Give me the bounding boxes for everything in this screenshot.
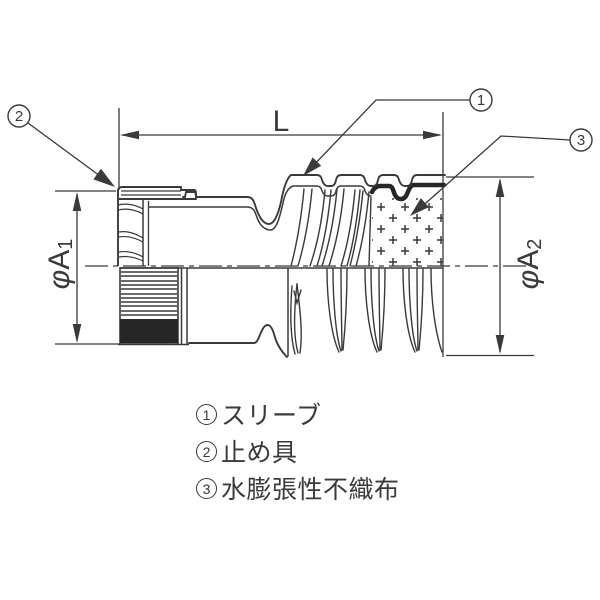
arrowhead-left [120, 130, 139, 140]
callout-2-leader [27, 122, 101, 177]
length-label: L [273, 105, 290, 138]
corrugation-bands-lower [290, 268, 443, 355]
legend-item-sleeve: 1 スリーブ [196, 400, 400, 430]
threaded-end [118, 267, 189, 346]
a1-arrow-down [72, 324, 82, 343]
legend-label-fabric: 水膨張性不織布 [221, 476, 400, 504]
sleeve-bottom-outline [188, 324, 288, 358]
fabric-block [368, 182, 447, 267]
fabric-dark-lining [369, 182, 447, 202]
legend-label-stopper: 止め具 [221, 439, 298, 467]
callout-1-arrow [303, 157, 322, 176]
legend-item-stopper: 2 止め具 [196, 437, 400, 467]
callout-3-leader [416, 135, 571, 212]
callout-1-leader [310, 99, 470, 169]
stopper-texture [117, 203, 144, 262]
callout-2: 2 [7, 104, 115, 187]
knurl-dark-band [120, 319, 178, 343]
legend-label-sleeve: スリーブ [221, 402, 322, 430]
diameter-a2-label: φA2 [512, 239, 547, 290]
phi-symbol: φ [512, 270, 545, 290]
knurl-ribs [121, 271, 177, 316]
callout-2-number: 2 [15, 108, 23, 125]
arrowhead-right [423, 130, 442, 140]
legend-number-1: 1 [196, 403, 217, 425]
legend: 1 スリーブ 2 止め具 3 水膨張性不織布 [196, 400, 400, 511]
a1-arrow-up [72, 192, 82, 211]
callout-2-circle [7, 104, 31, 128]
stopper-band [117, 186, 197, 266]
legend-item-fabric: 3 水膨張性不織布 [196, 474, 400, 504]
callout-3-arrow [410, 198, 429, 216]
callout-1-number: 1 [477, 92, 485, 109]
fabric-left-edge [368, 196, 372, 267]
corrugation-bands-upper [290, 188, 370, 267]
callout-1: 1 [303, 88, 493, 176]
sleeve-inner-top-outline [148, 185, 372, 231]
sleeve-outer-top-outline [182, 174, 446, 225]
band-tip-detail [293, 289, 302, 306]
callout-2-arrow [93, 168, 115, 187]
diameter-a1-label: φA1 [43, 239, 78, 290]
stopper-cap-outline [117, 186, 197, 200]
dimension-length [118, 108, 444, 357]
callout-3-number: 3 [577, 132, 585, 149]
legend-number-2: 2 [196, 440, 217, 462]
legend-number-3: 3 [196, 477, 217, 499]
fabric-hatch-area [372, 198, 443, 267]
a2-arrow-up [495, 178, 505, 197]
a2-arrow-down [495, 335, 505, 354]
phi-symbol: φ [43, 270, 76, 290]
callout-3: 3 [410, 128, 593, 216]
dimension-diameter-a2 [446, 176, 534, 357]
